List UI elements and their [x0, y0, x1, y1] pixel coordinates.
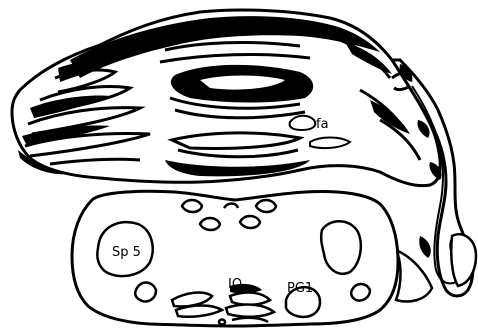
left-lateral-blob — [135, 283, 156, 302]
fa-nucleus — [290, 116, 316, 130]
label-fa: fa — [316, 117, 329, 132]
right-lateral-blob — [351, 284, 370, 301]
label-io: IO — [228, 277, 242, 292]
label-pg1: PG1 — [287, 281, 313, 296]
flocculus-lower-loop — [396, 250, 432, 302]
sp5-nucleus-contralateral — [321, 221, 361, 274]
label-sp5: Sp 5 — [112, 245, 141, 260]
